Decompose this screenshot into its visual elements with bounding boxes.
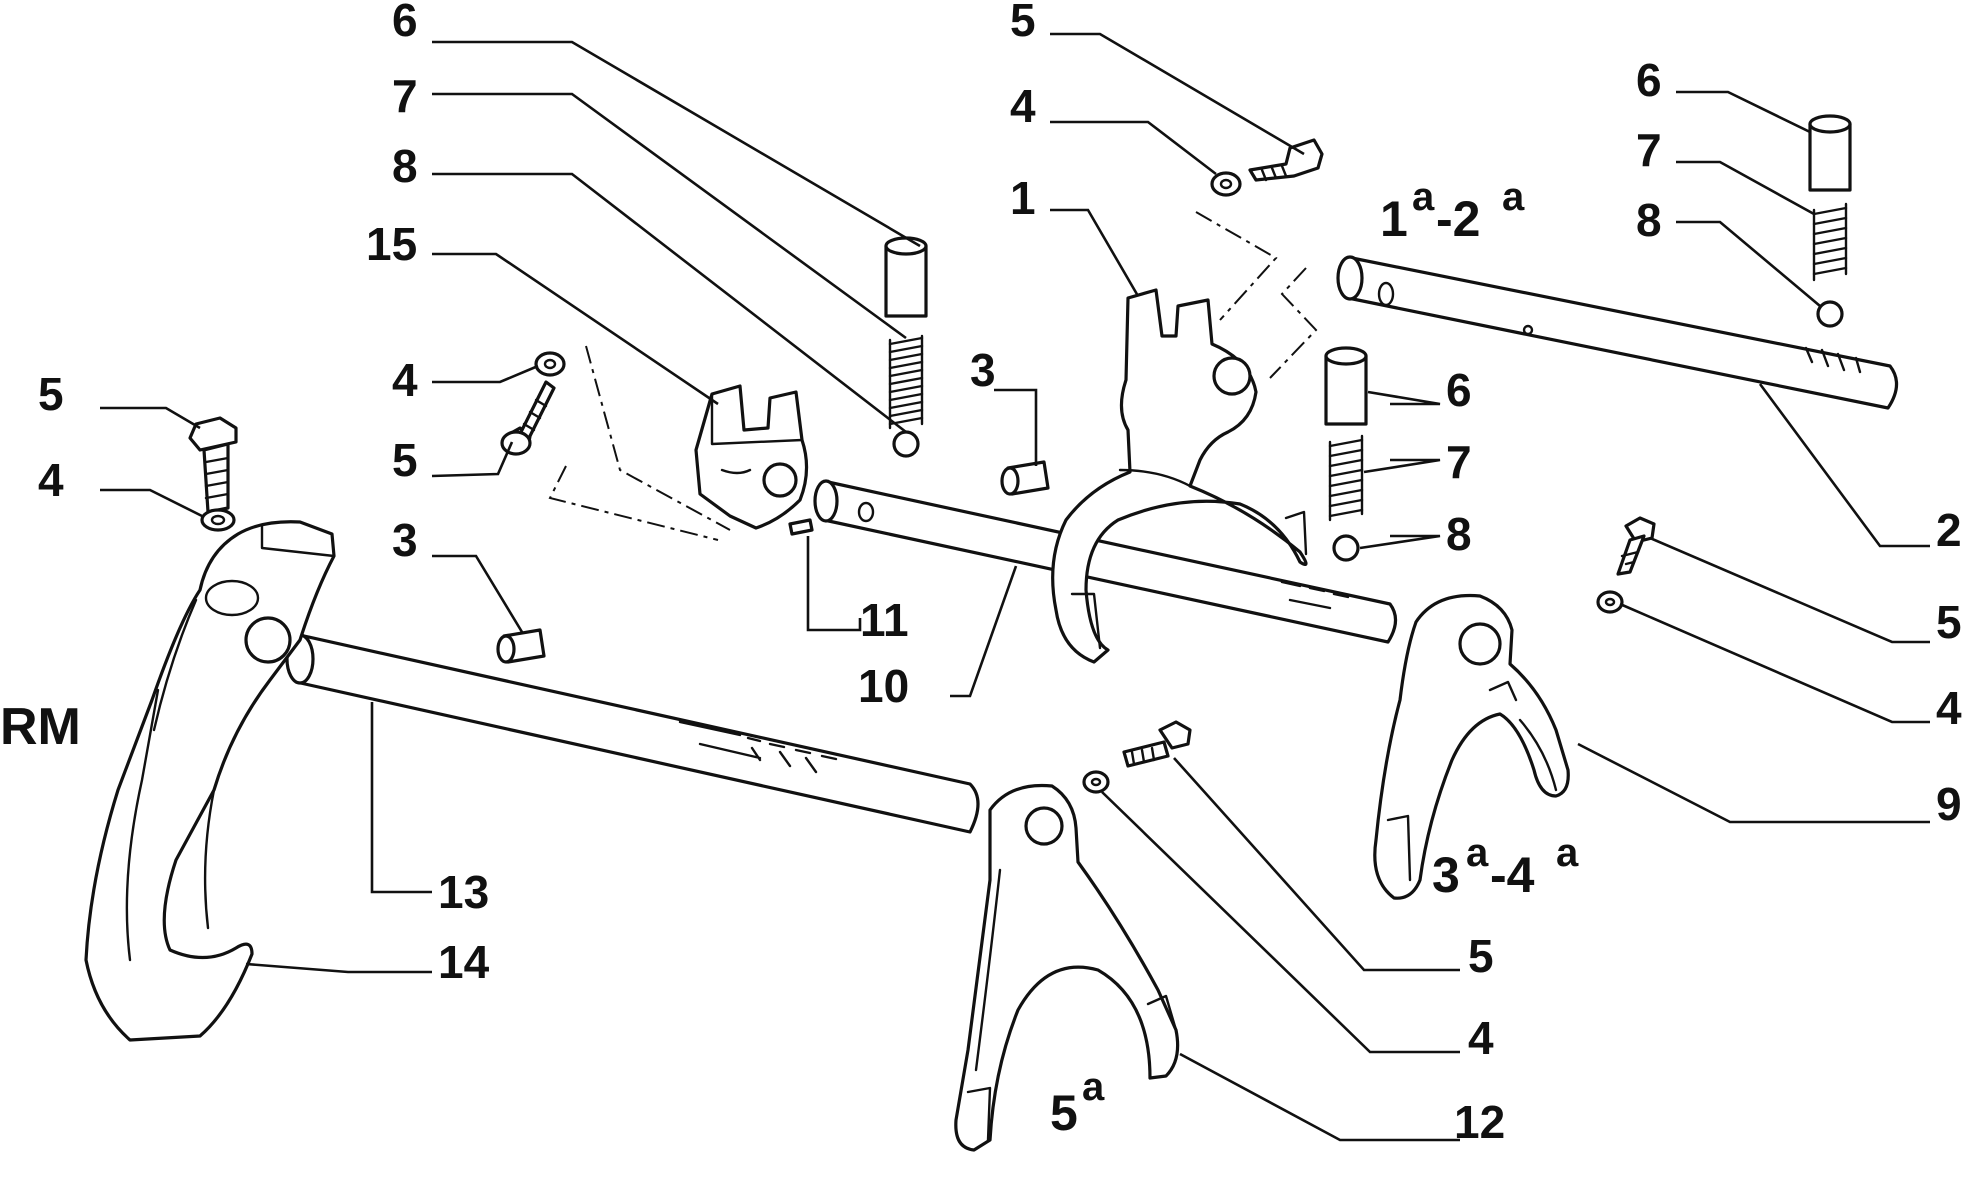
callout-12: 12: [1454, 1096, 1505, 1148]
bolt-top-center: [1248, 138, 1324, 182]
detent-sleeve-right: [1808, 114, 1852, 192]
gear-label-dash: -4: [1490, 847, 1535, 903]
detent-spring-middle: [1328, 434, 1364, 522]
callout-6-top-right: 6: [1636, 54, 1662, 106]
gear-label-reverse: RM: [0, 698, 81, 756]
callout-5-top-center: 5: [1010, 0, 1036, 46]
first-second-gear-fork: [1051, 288, 1308, 664]
bolt-right: [1616, 516, 1656, 576]
third-fourth-gear-fork: [1373, 593, 1570, 900]
detent-ball-left: [892, 430, 920, 458]
callout-4-right: 4: [1936, 682, 1962, 734]
callout-4-top-center: 4: [1010, 80, 1036, 132]
callout-3-upper: 3: [970, 344, 996, 396]
callout-5-right: 5: [1936, 596, 1962, 648]
detent-spring-left: [888, 334, 924, 430]
roll-pin-upper: [1000, 460, 1050, 496]
gear-label-superscript: a: [1466, 831, 1489, 875]
small-pin: [788, 518, 814, 536]
gear-label-superscript: a: [1412, 175, 1435, 219]
guide-block: [694, 384, 809, 530]
fifth-gear-fork: [954, 783, 1180, 1152]
callout-7-top-right: 7: [1636, 124, 1662, 176]
callout-7-top-left: 7: [392, 70, 418, 122]
detent-sleeve-middle: [1324, 346, 1368, 426]
callout-9: 9: [1936, 778, 1962, 830]
washer-top-center: [1210, 171, 1242, 197]
gear-label-superscript: a: [1502, 175, 1525, 219]
detent-ball-middle: [1332, 534, 1360, 562]
gear-label-main: 3: [1432, 847, 1460, 903]
callout-8-top-right: 8: [1636, 194, 1662, 246]
callout-5-bottom-center: 5: [1468, 930, 1494, 982]
callout-13: 13: [438, 866, 489, 918]
callout-numbers: 6 7 8 15 4 5 5 4 3 3 11 10 13 14 5 4 1 6…: [38, 0, 1962, 1148]
callout-14: 14: [438, 936, 490, 988]
callout-10: 10: [858, 660, 909, 712]
callout-5-center-left: 5: [392, 434, 418, 486]
detent-sleeve-left: [884, 236, 928, 318]
bolt-center-left: [500, 380, 556, 456]
callout-8-center: 8: [1446, 508, 1472, 560]
selector-rod-reverse: [285, 633, 980, 834]
washer-bottom-center: [1082, 770, 1110, 794]
callout-8-top-left: 8: [392, 140, 418, 192]
gear-label-main: 1: [1380, 191, 1408, 247]
callout-5-left: 5: [38, 368, 64, 420]
leader-lines: [100, 32, 1930, 1142]
washer-center-left: [534, 351, 566, 377]
callout-3-lower: 3: [392, 514, 418, 566]
gear-label-superscript: a: [1556, 831, 1579, 875]
callout-7-center: 7: [1446, 436, 1472, 488]
callout-4-left: 4: [38, 454, 64, 506]
callout-4-bottom-center: 4: [1468, 1012, 1494, 1064]
bolt-bottom-center: [1122, 720, 1192, 768]
bolt-left: [188, 416, 238, 514]
gear-label-dash: -2: [1436, 191, 1480, 247]
assembly-line-top: [1195, 211, 1318, 379]
selector-rod-third-fourth: [813, 479, 1398, 644]
gear-label-third-fourth: 3 a -4 a: [1432, 831, 1579, 903]
gear-label-main: 5: [1050, 1085, 1078, 1141]
callout-6-center: 6: [1446, 364, 1472, 416]
gear-label-first-second: 1 a -2 a: [1380, 175, 1525, 247]
reverse-selector-lever: [84, 520, 336, 1042]
gear-label-fifth: 5 a: [1050, 1065, 1105, 1141]
callout-6-top-left: 6: [392, 0, 418, 46]
callout-15: 15: [366, 218, 417, 270]
detent-ball-right: [1816, 300, 1844, 328]
callout-4-center-left: 4: [392, 354, 418, 406]
callout-2: 2: [1936, 504, 1962, 556]
detent-spring-right: [1812, 202, 1848, 282]
gear-label-superscript: a: [1082, 1065, 1105, 1109]
washer-left: [200, 508, 236, 532]
roll-pin-lower: [496, 628, 546, 664]
assembly-line-center-left: [548, 345, 731, 541]
selector-rod-first-second: [1336, 255, 1899, 410]
washer-right: [1596, 590, 1624, 614]
callout-1: 1: [1010, 172, 1036, 224]
callout-11: 11: [860, 594, 909, 646]
